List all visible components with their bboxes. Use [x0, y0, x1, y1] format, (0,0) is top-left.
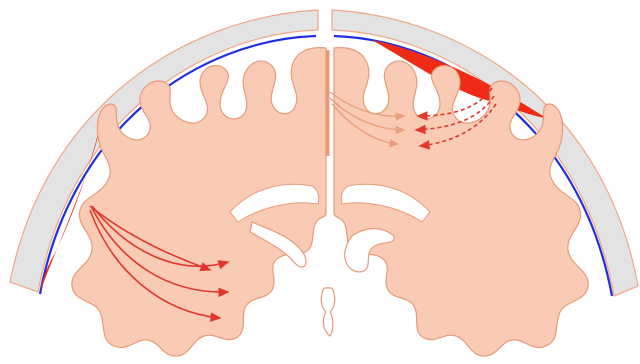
third-ventricle [321, 288, 335, 336]
